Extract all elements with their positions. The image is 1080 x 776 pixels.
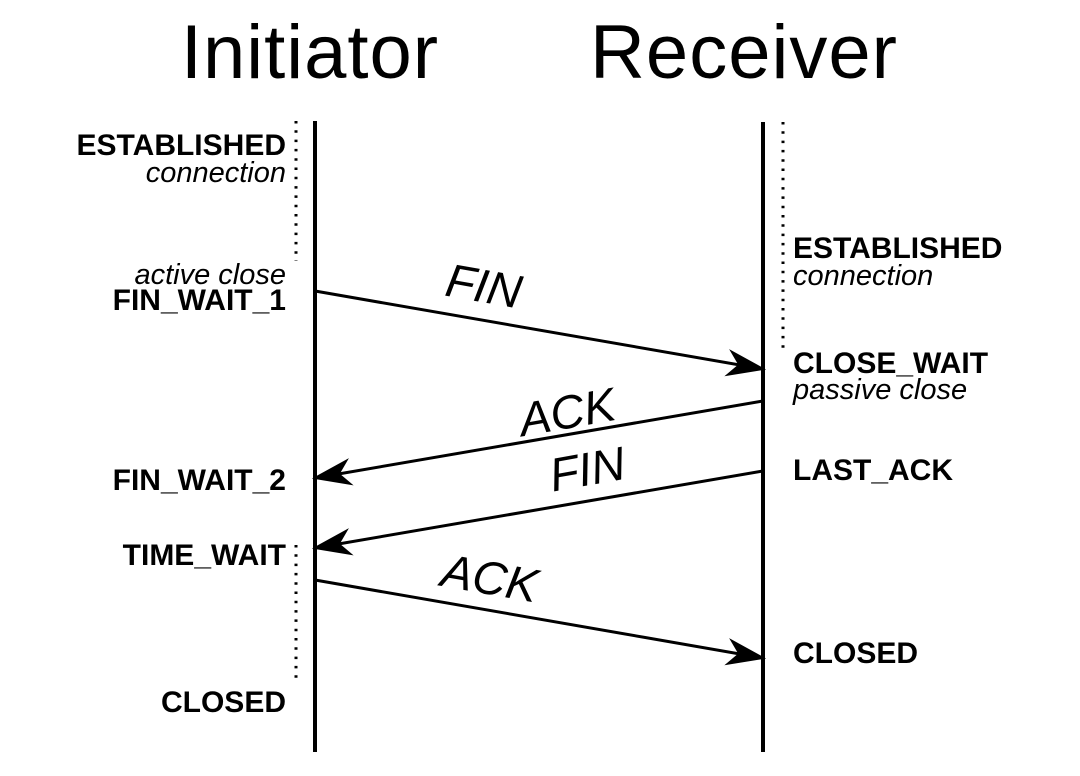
- fin-arrow-initiator-to-receiver: [314, 289, 767, 377]
- fin-arrow-receiver-to-initiator: [311, 469, 764, 556]
- ack-arrow-receiver-to-initiator: [311, 399, 764, 486]
- initiator-state-time-wait: TIME_WAIT: [123, 539, 286, 572]
- initiator-state-connection: connection: [146, 157, 286, 189]
- initiator-state-fin-wait-2: FIN_WAIT_2: [113, 464, 286, 497]
- initiator-state-active-close: active close: [134, 259, 286, 291]
- ack-arrow-initiator-to-receiver: [314, 578, 767, 666]
- initiator-state-fin-wait-1: FIN_WAIT_1: [113, 284, 286, 317]
- receiver-column-title: Receiver: [590, 10, 898, 95]
- receiver-state-connection: connection: [793, 260, 933, 292]
- fin-message-label-2: FIN: [545, 436, 629, 501]
- initiator-column-title: Initiator: [181, 10, 439, 95]
- receiver-state-last-ack: LAST_ACK: [793, 454, 953, 487]
- receiver-state-close-wait: CLOSE_WAIT: [793, 347, 988, 380]
- initiator-state-established: ESTABLISHED: [77, 129, 286, 162]
- initiator-state-closed: CLOSED: [161, 686, 286, 719]
- fin-message-label-1: FIN: [442, 253, 526, 318]
- receiver-state-passive-close: passive close: [792, 374, 967, 406]
- receiver-state-closed: CLOSED: [793, 637, 918, 670]
- receiver-state-established: ESTABLISHED: [793, 232, 1002, 265]
- ack-message-label-1: ACK: [512, 377, 622, 447]
